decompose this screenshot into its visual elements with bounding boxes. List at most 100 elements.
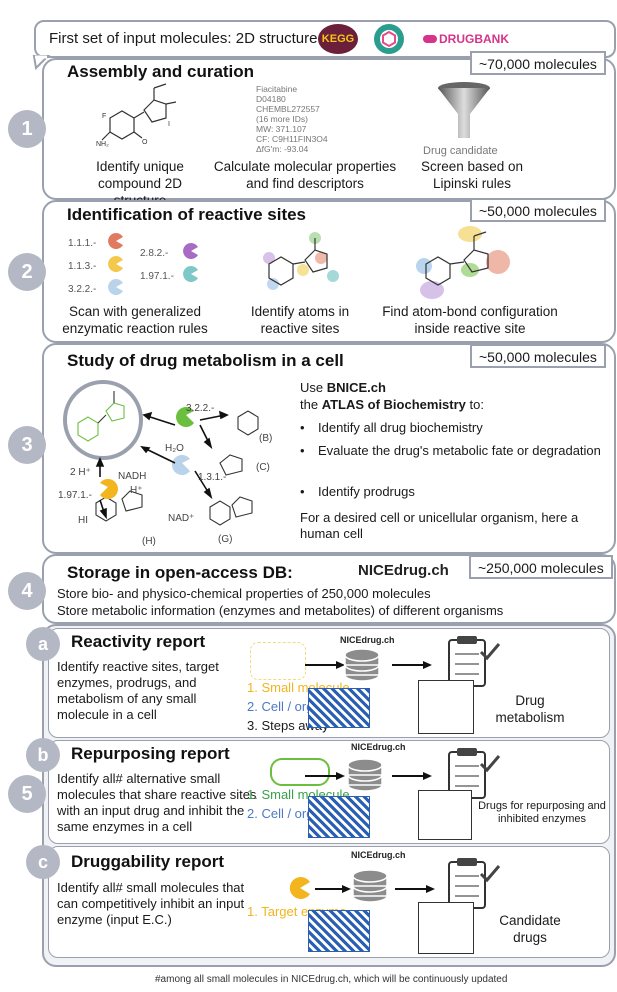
svg-text:I: I — [168, 121, 170, 128]
svg-text:F: F — [102, 113, 106, 120]
property-line: D04180 — [256, 94, 286, 104]
ec-1-97-1: 1.97.1.- — [58, 490, 92, 501]
rule-label: 1.1.1.- — [68, 238, 97, 249]
reactive-atoms-molecule — [263, 232, 339, 290]
report-c-cell-network — [308, 910, 370, 952]
report-a-database-icon — [344, 648, 380, 682]
section-2-caption-2: Identify atoms in reactive sites — [250, 304, 350, 336]
svg-text:O: O — [142, 139, 148, 146]
section-2-caption-1: Scan with generalized enzymatic reaction… — [62, 304, 208, 336]
metabolism-diagram — [63, 380, 259, 526]
report-c-arrow-2 — [395, 885, 435, 893]
report-a-title: Reactivity report — [71, 632, 206, 651]
funnel-icon — [438, 82, 490, 138]
rule-label: 3.2.2.- — [68, 284, 97, 295]
report-b-arrow — [305, 772, 345, 780]
rule-label: 1.1.3.- — [68, 261, 97, 272]
section-1-title: Assembly and curation — [67, 62, 255, 81]
property-line: MW: 371.107 — [256, 124, 307, 134]
report-c-clipboard-icon — [448, 858, 501, 909]
report-b-logo: NICEdrug.ch — [351, 742, 406, 752]
section-1-number: 1 — [8, 110, 46, 148]
property-line: CF: C9H11FIN3O4 — [256, 134, 328, 144]
product-h: (H) — [142, 536, 156, 547]
section-3-title: Study of drug metabolism in a cell — [67, 351, 344, 370]
report-b-cell-network — [308, 796, 370, 838]
section-4-line-1: Store bio- and physico-chemical properti… — [57, 586, 431, 601]
svg-text:NH₂: NH₂ — [96, 141, 109, 148]
report-b-description: Identify all# alternative small molecule… — [57, 771, 257, 834]
report-a-cell-network — [308, 688, 370, 728]
report-c-title: Druggability report — [71, 852, 225, 871]
nadplus-label: NAD⁺ — [168, 513, 195, 524]
section-3-closing: For a desired cell or unicellular organi… — [300, 510, 579, 541]
section-2-number: 2 — [8, 253, 46, 291]
report-b-letter: b — [26, 738, 60, 772]
product-g: (G) — [218, 534, 233, 545]
hi-label: HI — [78, 515, 88, 526]
nicedrug-logo: NICEdrug.ch — [358, 562, 449, 579]
bullet-2: • — [300, 443, 305, 458]
rule-label: 2.8.2.- — [140, 248, 169, 259]
report-a-logo: NICEdrug.ch — [340, 635, 395, 645]
drug-candidate-label: Drug candidate — [423, 145, 498, 157]
callout-pointer — [32, 55, 51, 71]
intro-to: to: — [465, 397, 484, 412]
drugbank-pill-icon — [423, 35, 437, 43]
report-c-output: Candidate drugs — [499, 913, 561, 945]
ec-1-3-1: 1.3.1.- — [198, 472, 227, 483]
rule-label: 1.97.1.- — [140, 271, 174, 282]
section-1-panel — [42, 58, 616, 200]
section-2-caption-3: Find atom-bond configuration inside reac… — [382, 304, 558, 336]
report-c-enzyme-icon — [289, 877, 310, 899]
bullet-1-text: Identify all drug biochemistry — [318, 420, 483, 435]
property-line: (16 more IDs) — [256, 114, 308, 124]
report-b-arrow-2 — [392, 772, 432, 780]
molecule-2d-structure: NH₂ O F I — [96, 83, 177, 148]
section-3-count: ~50,000 molecules — [470, 344, 606, 368]
bullet-3: • — [300, 484, 305, 499]
drugbank-logo: DRUGBANK — [423, 32, 509, 46]
bullet-1: • — [300, 420, 305, 435]
bullet-3-text: Identify prodrugs — [318, 484, 415, 499]
product-b: (B) — [259, 433, 273, 444]
section-1-caption-3: Screen based on Lipinski rules — [420, 159, 524, 191]
section-4-title: Storage in open-access DB: — [67, 563, 293, 582]
intro-the: the — [300, 397, 322, 412]
report-a-clipboard-icon — [448, 636, 501, 687]
ec-3-2-2: 3.2.2.- — [186, 403, 215, 414]
report-b-title: Repurposing report — [71, 744, 230, 763]
report-b-database-icon — [347, 758, 383, 792]
section-1-caption-2: Calculate molecular properties and find … — [213, 159, 397, 191]
report-c-letter: c — [26, 845, 60, 879]
report-c-arrow — [315, 885, 351, 893]
property-line: ΔfG'm: -93.04 — [256, 144, 309, 154]
nadh-label: NADH — [118, 471, 147, 482]
report-a-zoom-box — [418, 680, 474, 734]
drugbank-logo-text: DRUGBANK — [439, 32, 509, 46]
twoh-label: 2 H⁺ — [70, 467, 91, 478]
report-c-logo: NICEdrug.ch — [351, 850, 406, 860]
property-line: CHEMBL272557 — [256, 104, 320, 114]
report-b-molecule — [270, 758, 330, 786]
section-4-number: 4 — [8, 572, 46, 610]
rule-pacman-icons — [108, 233, 198, 295]
footnote: #among all small molecules in NICEdrug.c… — [155, 974, 508, 985]
chebi-logo — [374, 24, 404, 54]
report-c-zoom-box — [418, 902, 474, 954]
section-2-count: ~50,000 molecules — [470, 198, 606, 222]
kegg-logo: KEGG — [318, 24, 358, 54]
report-a-arrow-2 — [392, 661, 432, 669]
section-4-count: ~250,000 molecules — [469, 555, 613, 579]
atom-bond-configuration-molecule — [416, 226, 510, 299]
section-3-intro-line-1: Use BNICE.ch — [300, 380, 610, 396]
molecular-properties: Fiacitabine D04180 CHEMBL272557 (16 more… — [256, 84, 328, 154]
report-c-description: Identify all# small molecules that can c… — [57, 880, 245, 927]
section-2-panel — [42, 200, 616, 343]
report-b-output: Drugs for repurposing and inhibited enzy… — [478, 800, 606, 825]
bullet-2-text: Evaluate the drug's metabolic fate or de… — [318, 443, 601, 458]
report-a-letter: a — [26, 627, 60, 661]
bnice-link: BNICE.ch — [326, 380, 386, 395]
hplus-label: H⁺ — [130, 485, 143, 496]
h2o-label: H₂O — [165, 443, 184, 454]
